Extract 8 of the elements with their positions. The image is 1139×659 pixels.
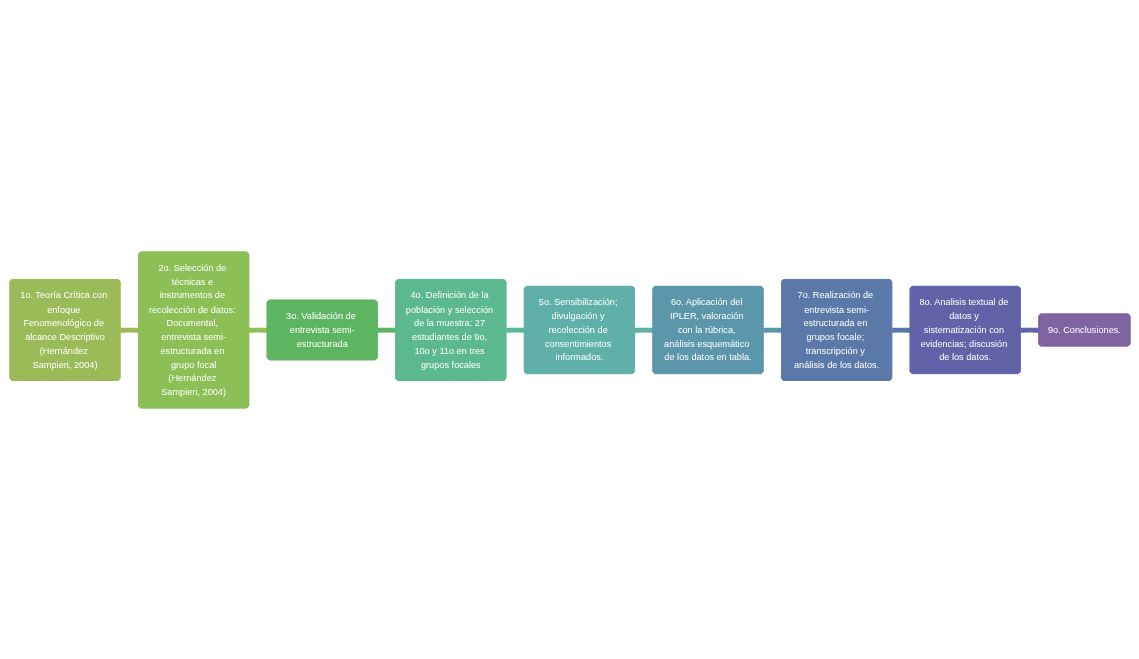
connector xyxy=(1019,327,1040,333)
connector xyxy=(376,327,397,333)
connector xyxy=(761,327,783,333)
connector xyxy=(633,327,654,333)
connector xyxy=(504,327,525,333)
connector xyxy=(247,327,268,333)
connector xyxy=(890,327,911,333)
connector xyxy=(118,327,140,333)
